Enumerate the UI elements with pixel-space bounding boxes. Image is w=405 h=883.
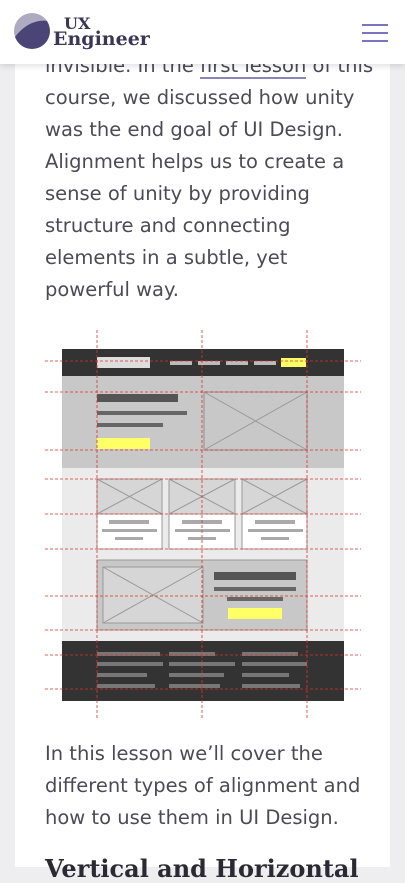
para-line: structure and connecting	[45, 214, 291, 237]
para-line: course, we discussed how unity	[45, 86, 355, 109]
intro-paragraph: invisible. In the first lesson of this c…	[45, 50, 373, 306]
alignment-grid-illustration	[45, 330, 361, 720]
section-heading: Vertical and Horizontal	[45, 854, 359, 883]
para-line: In this lesson we’ll cover the	[45, 742, 323, 765]
para-line: sense of unity by providing	[45, 182, 310, 205]
logo-icon[interactable]	[14, 13, 50, 49]
para-line: how to use them in UI Design.	[45, 806, 339, 829]
para-line: was the end goal of UI Design.	[45, 118, 344, 141]
site-header: UX Engineer	[0, 0, 405, 64]
lesson-summary-paragraph: In this lesson we’ll cover the different…	[45, 738, 365, 834]
para-line: Alignment helps us to create a	[45, 150, 345, 173]
para-line: elements in a subtle, yet	[45, 246, 288, 269]
para-line: different types of alignment and	[45, 774, 361, 797]
hamburger-menu-icon[interactable]	[362, 24, 388, 42]
logo-text-engineer: Engineer	[53, 28, 150, 50]
logo-text-ux: UX	[64, 14, 91, 33]
para-line: powerful way.	[45, 278, 179, 301]
